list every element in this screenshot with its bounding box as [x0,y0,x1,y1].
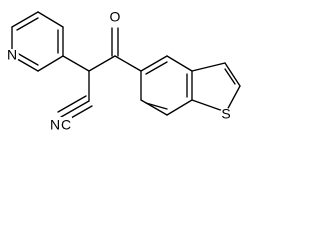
pyridine-inner-double-bond-c6-n1 [16,52,39,66]
thiophene-bond-s1-c7a [191,99,227,113]
carbonyl-oxygen-label: O [110,9,121,25]
pyridine-bond-c3-c4 [37,11,64,28]
benzene-bond-c6-c5 [140,55,168,72]
thiophene-bond-c2-s1 [225,85,241,113]
pyridine-nitrogen-label: N [7,47,17,63]
thiophene-inner-double-bond-c3-c2 [224,68,236,85]
benzene-inner-double-bond-c6-c5 [145,61,168,75]
pyridine-bond-c5-c6 [37,55,64,72]
methine-to-carbonyl-bond [88,55,116,72]
thiophene-bond-c3a-c3 [191,62,226,72]
benzene-inner-double-bond-c4-c3a [145,102,168,110]
atom-labels: N O N C S [5,9,233,134]
pyridine-bond-c2-c3 [11,11,39,28]
benzene-bond-c3a-c7a [166,99,193,116]
nitrile-triple-bond-a [60,100,90,118]
benzene-bond-c4-c3a [140,99,168,116]
thiophene-bond-c3-c2 [224,62,241,87]
chemical-structure-diagram: N O N C S [5,9,241,134]
carbonyl-to-benzothiophene-bond [114,55,142,72]
thiophene-sulfur-label: S [221,106,230,122]
bond-lines [11,11,241,123]
pyridine-to-methine-bond [62,55,90,72]
thiophene-sulfur-label-background [219,108,233,122]
nitrile-label-background [49,117,72,134]
nitrile-triple-bond-b [57,95,87,113]
pyridine-inner-double-bond-c2-c3 [16,17,39,31]
nitrile-carbon-label: C [61,117,71,133]
pyridine-nitrogen-label-background [5,49,19,63]
nitrile-nitrogen-label: N [50,117,60,133]
benzene-bond-c7-c6 [166,55,193,72]
carbonyl-oxygen-label-background [108,11,122,25]
